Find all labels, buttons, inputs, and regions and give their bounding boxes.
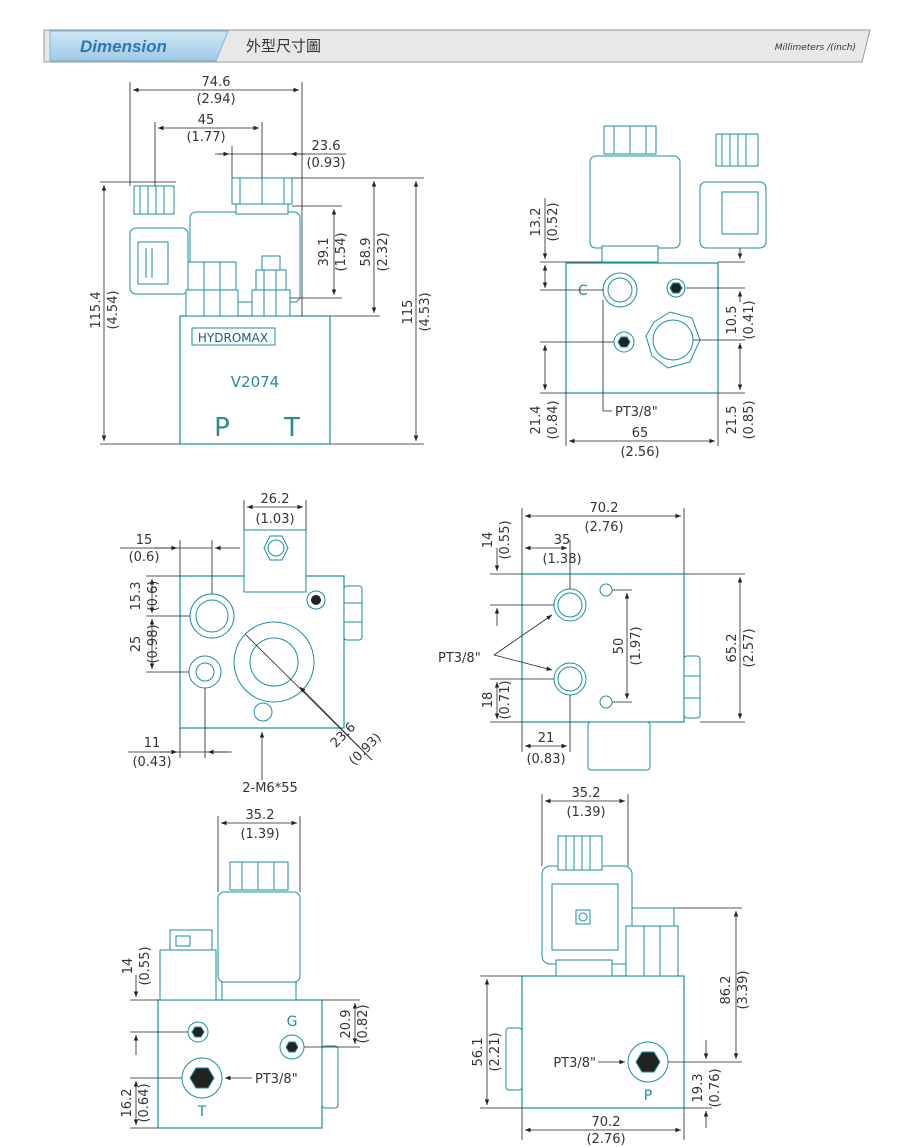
front-manifold-block	[179, 315, 331, 445]
dim-front-1154-in: (4.54)	[106, 290, 121, 329]
dim-front-589: 58.9	[359, 238, 374, 267]
dim-sbr-352: 35.2	[572, 786, 601, 801]
dim-top-15-in: (0.6)	[129, 550, 160, 565]
dim-sbl-352-in: (1.39)	[240, 827, 279, 842]
view-side-bottom-left: G T 35.2 (1.39) 14 (0.55) 20.9 (0.82) 16…	[120, 808, 371, 1129]
dim-sbr-702-in: (2.76)	[586, 1132, 625, 1147]
dim-side-105-in: (0.41)	[742, 300, 757, 339]
dim-sbr-862: 86.2	[719, 976, 734, 1005]
dim-bottom-652: 65.2	[725, 634, 740, 663]
dim-sbl-14-in: (0.55)	[138, 946, 153, 985]
dim-bottom-652-in: (2.57)	[742, 628, 757, 667]
dim-bottom-21-in: (0.83)	[526, 752, 565, 767]
dim-sbl-352: 35.2	[246, 808, 275, 823]
sbl-callout: PT3/8"	[255, 1072, 298, 1087]
dim-bottom-50-in: (1.97)	[629, 626, 644, 665]
dim-front-115: 115	[401, 300, 416, 325]
view-front: HYDROMAX V2074 P T 74.6 (2.94) 45 (1.77)	[89, 75, 433, 445]
header-bar: Dimension 外型尺寸圖 Millimeters /(inch)	[43, 29, 871, 63]
dim-side-132-in: (0.52)	[546, 202, 561, 241]
dim-top-25: 25	[129, 636, 144, 653]
dim-sbr-561: 56.1	[471, 1038, 486, 1067]
front-model-label: V2074	[231, 373, 279, 391]
dim-sbl-162-in: (0.64)	[137, 1083, 152, 1122]
dim-sbr-193-in: (0.76)	[708, 1068, 723, 1107]
dim-bottom-21: 21	[538, 731, 555, 746]
sbr-callout: PT3/8"	[553, 1056, 596, 1071]
dim-bottom-35: 35	[554, 533, 571, 548]
dim-top-11-in: (0.43)	[132, 755, 171, 770]
dim-front-589-in: (2.32)	[376, 232, 391, 271]
header-tab-label: Dimension	[80, 37, 167, 56]
dim-top-262: 26.2	[261, 492, 290, 507]
dim-front-45-in: (1.77)	[186, 130, 225, 145]
dim-top-153: 15.3	[129, 582, 144, 611]
dim-side-132: 13.2	[529, 208, 544, 237]
dim-sbl-162: 16.2	[120, 1089, 135, 1118]
dim-side-65-in: (2.56)	[620, 445, 659, 460]
dim-top-15: 15	[136, 533, 153, 548]
dim-top-25-in: (0.98)	[146, 624, 161, 663]
dim-bottom-702: 70.2	[590, 501, 619, 516]
dim-front-391-in: (1.54)	[334, 232, 349, 271]
sbr-manifold-block	[521, 975, 685, 1109]
dim-bottom-14-in: (0.55)	[498, 520, 513, 559]
view-side-top-right: C 13.2 (0.52) 21.4 (0.84) 10.5 (0.41) 21…	[529, 125, 767, 460]
header-title: 外型尺寸圖	[246, 37, 321, 55]
dim-side-215: 21.5	[725, 406, 740, 435]
front-brand-label: HYDROMAX	[198, 331, 268, 345]
sbl-manifold-block	[157, 999, 323, 1129]
header-units: Millimeters /(inch)	[775, 43, 856, 53]
dim-top-11: 11	[144, 736, 161, 751]
dim-sbr-193: 19.3	[691, 1074, 706, 1103]
dim-front-746-in: (2.94)	[196, 92, 235, 107]
sbl-port-g: G	[287, 1014, 298, 1030]
dim-front-236: 23.6	[312, 139, 341, 154]
dim-side-214: 21.4	[529, 406, 544, 435]
view-bottom-right: 70.2 (2.76) 35 (1.38) 14 (0.55) 50 (1.97…	[438, 501, 757, 771]
dim-bottom-35-in: (1.38)	[542, 552, 581, 567]
dim-sbr-561-in: (2.21)	[488, 1032, 503, 1071]
dim-sbl-209: 20.9	[339, 1010, 354, 1039]
side-callout: PT3/8"	[615, 405, 658, 420]
top-bolt-label: 2-M6*55	[242, 781, 298, 796]
dim-sbr-862-in: (3.39)	[736, 970, 751, 1009]
dim-top-262-in: (1.03)	[255, 512, 294, 527]
dim-side-105: 10.5	[725, 306, 740, 335]
dim-bottom-50: 50	[612, 638, 627, 655]
front-port-t: T	[283, 413, 300, 443]
dim-bottom-702-in: (2.76)	[584, 520, 623, 535]
dim-front-391: 39.1	[317, 238, 332, 267]
dim-front-45: 45	[198, 113, 215, 128]
dim-front-746: 74.6	[202, 75, 231, 90]
dim-side-214-in: (0.84)	[546, 400, 561, 439]
dim-front-115-in: (4.53)	[418, 292, 433, 331]
dim-front-236-in: (0.93)	[306, 156, 345, 171]
header-tab	[49, 30, 229, 62]
dim-side-215-in: (0.85)	[742, 400, 757, 439]
dim-bottom-18-in: (0.71)	[498, 680, 513, 719]
dim-bottom-18: 18	[481, 692, 496, 709]
sbl-port-t: T	[197, 1104, 207, 1120]
dim-front-1154: 115.4	[89, 291, 104, 328]
dim-sbl-14: 14	[121, 958, 136, 975]
dim-top-153-in: (0.6)	[146, 581, 161, 612]
sbr-port-p: P	[644, 1088, 652, 1104]
dim-sbr-702: 70.2	[592, 1115, 621, 1130]
side-port-c: C	[578, 283, 588, 299]
view-top-left: 26.2 (1.03) 15 (0.6) 15.3 (0.6) 25 (0.98…	[120, 492, 385, 796]
header-gray-bar	[43, 29, 871, 63]
dim-side-65: 65	[632, 426, 649, 441]
dim-sbr-352-in: (1.39)	[566, 805, 605, 820]
bottom-callout: PT3/8"	[438, 651, 481, 666]
dim-sbl-209-in: (0.82)	[356, 1004, 371, 1043]
front-port-p: P	[214, 413, 230, 443]
dim-bottom-14: 14	[481, 532, 496, 549]
view-side-bottom-right: P 35.2 (1.39) 86.2 (3.39) 56.1 (2.21) 19…	[471, 786, 751, 1147]
